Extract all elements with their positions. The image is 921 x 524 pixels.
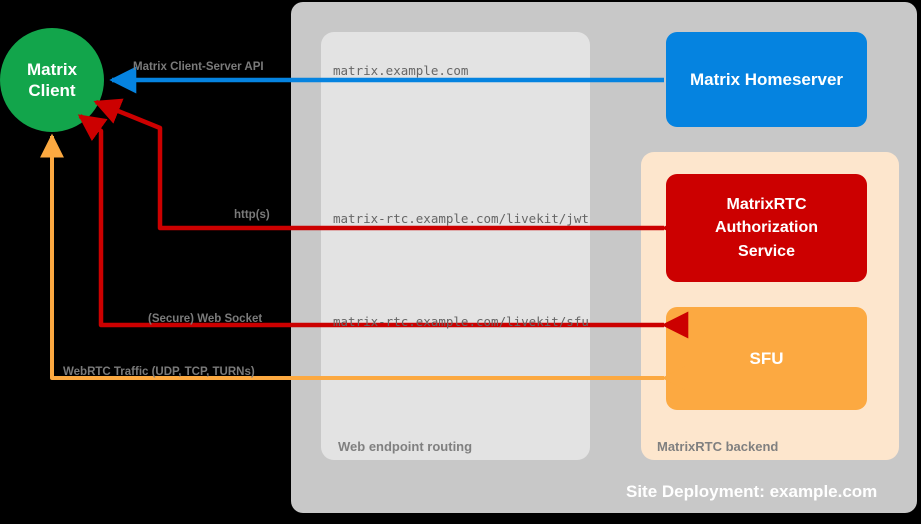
endpoint-url-sfu: matrix-rtc.example.com/livekit/sfu — [333, 314, 589, 329]
site-deployment-caption-text: Site Deployment: example.com — [626, 482, 878, 501]
edge-webrtc-traffic — [40, 133, 686, 390]
edge-label-https: http(s) — [234, 209, 270, 221]
sfu-node — [666, 307, 867, 410]
edge-label-webrtc-traffic-text: WebRTC Traffic (UDP, TCP, TURNs) — [63, 366, 255, 378]
web-endpoint-routing-panel — [321, 32, 590, 460]
web-endpoint-routing-caption: Web endpoint routing — [338, 439, 472, 454]
matrix-homeserver-node — [666, 32, 867, 127]
edge-label-https-text: http(s) — [234, 209, 270, 221]
site-deployment-caption: Site Deployment: example.com — [626, 482, 877, 502]
endpoint-url-matrix: matrix.example.com — [333, 63, 468, 78]
endpoint-url-jwt: matrix-rtc.example.com/livekit/jwt — [333, 211, 589, 226]
edge-label-web-socket-text: (Secure) Web Socket — [148, 313, 263, 325]
edge-label-webrtc-traffic: WebRTC Traffic (UDP, TCP, TURNs) — [63, 366, 255, 378]
endpoint-url-matrix-text: matrix.example.com — [333, 63, 469, 78]
edge-label-web-socket: (Secure) Web Socket — [148, 313, 262, 325]
edge-label-client-server-api-text: Matrix Client-Server API — [133, 61, 264, 73]
matrix-client-node — [0, 28, 104, 132]
matrixrtc-backend-caption: MatrixRTC backend — [657, 439, 778, 454]
matrixrtc-backend-caption-text: MatrixRTC backend — [657, 439, 779, 454]
edge-label-client-server-api: Matrix Client-Server API — [133, 61, 264, 73]
matrixrtc-authorization-service-node — [666, 174, 867, 282]
endpoint-url-sfu-text: matrix-rtc.example.com/livekit/sfu — [333, 314, 589, 329]
endpoint-url-jwt-text: matrix-rtc.example.com/livekit/jwt — [333, 211, 589, 226]
web-endpoint-routing-caption-text: Web endpoint routing — [338, 439, 473, 454]
